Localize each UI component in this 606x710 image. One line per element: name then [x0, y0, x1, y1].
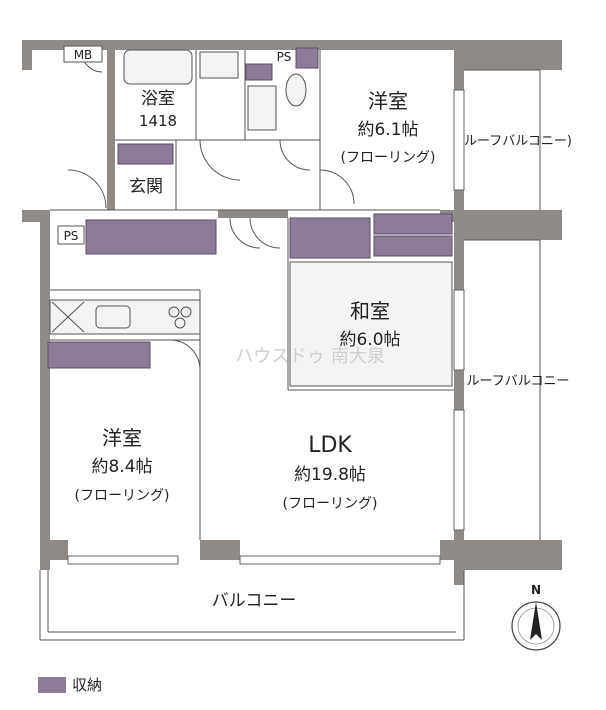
balcony-label: バルコニー [212, 591, 297, 611]
ldk-name: LDK [308, 433, 352, 458]
washing-machine [247, 85, 277, 131]
doors [67, 51, 355, 371]
compass-n-label: N [531, 583, 541, 597]
washbasin [199, 51, 239, 79]
japanese-name: 和室 [350, 299, 390, 323]
legend: 収納 [38, 674, 102, 695]
storage-swatch [38, 676, 66, 693]
bath-size: 1418 [139, 112, 177, 130]
balcony-outlines [39, 69, 541, 641]
western1-name: 洋室 [368, 89, 408, 113]
sink [95, 305, 131, 329]
legend-storage-label: 収納 [72, 676, 103, 694]
fixtures [49, 49, 453, 387]
mb-label: MB [74, 48, 93, 62]
toilet [285, 73, 307, 107]
roof-balcony-mid-label: ルーフバルコニー [467, 374, 570, 389]
ldk-floor: (フローリング) [283, 496, 378, 512]
western1-floor: (フローリング) [341, 150, 436, 166]
western2-floor: (フローリング) [75, 488, 170, 504]
bathtub [123, 49, 193, 85]
ps-left-label: PS [64, 229, 79, 243]
western1-size: 約6.1帖 [357, 120, 418, 140]
ldk-size: 約19.8帖 [294, 465, 366, 485]
bath-name: 浴室 [141, 89, 175, 109]
watermark: ハウスドゥ 南大泉 [235, 346, 385, 367]
western2-size: 約8.4帖 [91, 457, 152, 477]
tatami-area [289, 261, 453, 387]
western2-name: 洋室 [102, 426, 142, 450]
windows [67, 89, 465, 565]
roof-balcony-top-label: ルーフバルコニー) [464, 134, 572, 149]
compass-icon [511, 601, 561, 651]
ps-top-label: PS [277, 50, 292, 64]
entrance-name: 玄関 [129, 177, 163, 197]
japanese-size: 約6.0帖 [339, 330, 400, 350]
storage-areas [47, 47, 453, 369]
